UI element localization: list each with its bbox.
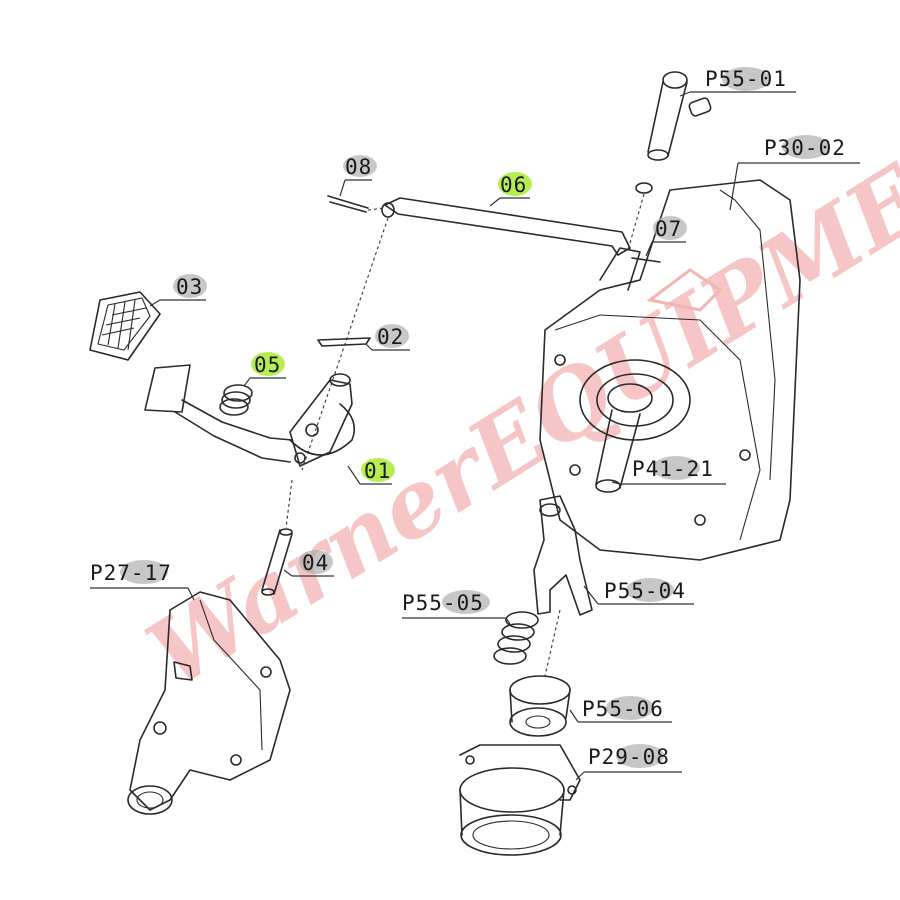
callout-p29-08[interactable]: P29-08 <box>575 744 682 781</box>
callout-label-04: 04 <box>302 551 329 575</box>
callout-p55-05[interactable]: P55-05 <box>402 590 511 625</box>
highlight-p30-02 <box>782 135 830 159</box>
part-pin-08 <box>327 195 386 213</box>
highlight-03 <box>173 274 207 298</box>
watermark-emblem <box>646 268 723 312</box>
callout-label-03: 03 <box>176 275 203 299</box>
callout-label-05: 05 <box>254 353 281 377</box>
part-pedal-plate <box>144 364 191 413</box>
highlight-p55-04 <box>626 578 674 602</box>
highlight-04 <box>299 550 333 574</box>
part-spring-05 <box>219 384 253 416</box>
highlight-p41-21 <box>652 456 700 480</box>
callout-label-p41-21: P41-21 <box>632 457 714 481</box>
part-bearing-p55-06 <box>509 609 571 737</box>
callout-label-02: 02 <box>377 325 404 349</box>
highlight-02 <box>375 324 409 348</box>
part-clip-02 <box>317 337 371 347</box>
callout-p30-02[interactable]: P30-02 <box>729 135 860 211</box>
highlight-06 <box>498 172 532 196</box>
highlight-p29-08 <box>616 744 664 768</box>
part-shift-rod-06 <box>301 197 631 471</box>
callout-05[interactable]: 05 <box>243 352 286 387</box>
callout-label-p30-02: P30-02 <box>764 136 846 160</box>
callout-label-p27-17: P27-17 <box>90 561 172 585</box>
callout-04[interactable]: 04 <box>283 550 334 577</box>
callout-label-p55-06: P55-06 <box>582 697 664 721</box>
callout-p55-01[interactable]: P55-01 <box>679 67 796 97</box>
part-cover-p29-08 <box>459 744 581 856</box>
callout-08[interactable]: 08 <box>339 155 377 197</box>
callout-label-06: 06 <box>500 173 527 197</box>
highlight-08 <box>343 155 377 177</box>
callout-02[interactable]: 02 <box>365 324 410 351</box>
highlight-p27-17 <box>120 560 168 584</box>
callout-p41-21[interactable]: P41-21 <box>611 456 726 485</box>
callout-label-07: 07 <box>655 217 682 241</box>
callout-label-p29-08: P29-08 <box>588 745 670 769</box>
callout-p55-04[interactable]: P55-04 <box>583 578 694 605</box>
highlight-01 <box>361 458 395 482</box>
part-shift-fork-p55-04 <box>533 495 593 616</box>
part-pedal-arm-01 <box>174 373 356 467</box>
callout-p27-17[interactable]: P27-17 <box>90 560 195 601</box>
part-pedal-pad-03 <box>89 291 161 361</box>
highlight-p55-06 <box>606 696 654 720</box>
highlight-07 <box>653 216 687 240</box>
part-main-housing-p30-02 <box>539 179 801 561</box>
highlight-p55-05 <box>442 590 490 614</box>
callout-label-p55-05: P55-05 <box>402 591 484 615</box>
callout-label-01: 01 <box>364 459 391 483</box>
callout-label-p55-01: P55-01 <box>705 67 787 91</box>
callout-label-p55-04: P55-04 <box>604 579 686 603</box>
part-pin-04 <box>261 479 293 596</box>
callout-06[interactable]: 06 <box>489 172 532 207</box>
callout-label-08: 08 <box>345 155 372 179</box>
callout-03[interactable]: 03 <box>149 274 207 307</box>
part-spring-p55-05 <box>493 611 539 665</box>
highlight-p55-01 <box>722 67 770 91</box>
callout-01[interactable]: 01 <box>347 458 395 485</box>
callout-07[interactable]: 07 <box>645 216 687 257</box>
highlight-05 <box>251 352 285 376</box>
part-housing-p27-17 <box>127 591 291 815</box>
callout-p55-06[interactable]: P55-06 <box>569 696 672 723</box>
